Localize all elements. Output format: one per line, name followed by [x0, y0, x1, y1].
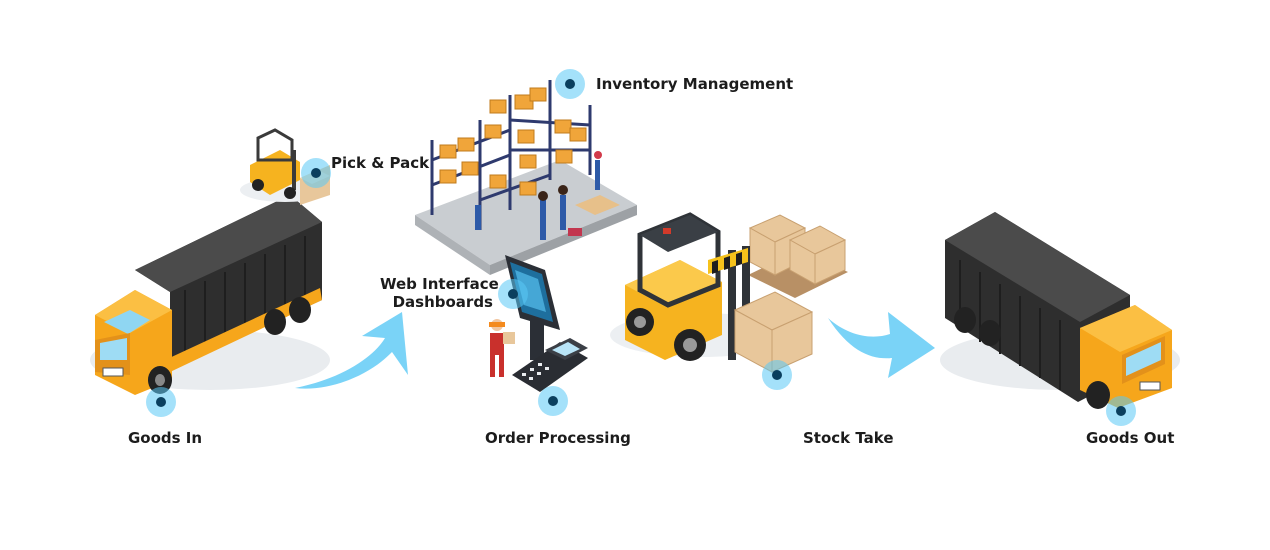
- stock-take-marker-icon: [762, 360, 792, 390]
- stock-take-forklift-icon: [610, 212, 848, 373]
- web-interface-line1: Web Interface: [380, 275, 499, 293]
- goods-out-truck-icon: [940, 212, 1180, 409]
- stock-take-label: Stock Take: [803, 429, 894, 447]
- warehouse-racks-icon: [415, 80, 637, 275]
- web-interface-label: Web Interface Dashboards: [380, 275, 499, 311]
- pick-pack-marker-icon: [301, 158, 331, 188]
- goods-out-label: Goods Out: [1086, 429, 1175, 447]
- inventory-marker-icon: [555, 69, 585, 99]
- flow-arrow-icon: [828, 312, 935, 378]
- goods-in-marker-icon: [146, 387, 176, 417]
- web-interface-line2: Dashboards: [392, 293, 493, 311]
- goods-in-label: Goods In: [128, 429, 203, 447]
- inventory-management-label: Inventory Management: [596, 75, 794, 93]
- order-kiosk-icon: [489, 255, 588, 392]
- flow-arrow-icon: [295, 312, 408, 389]
- goods-in-truck-icon: [90, 195, 330, 395]
- order-processing-label: Order Processing: [485, 429, 631, 447]
- web-interface-marker-icon: [498, 279, 528, 309]
- pick-pack-label: Pick & Pack: [331, 154, 430, 172]
- order-processing-marker-icon: [538, 386, 568, 416]
- goods-out-marker-icon: [1106, 396, 1136, 426]
